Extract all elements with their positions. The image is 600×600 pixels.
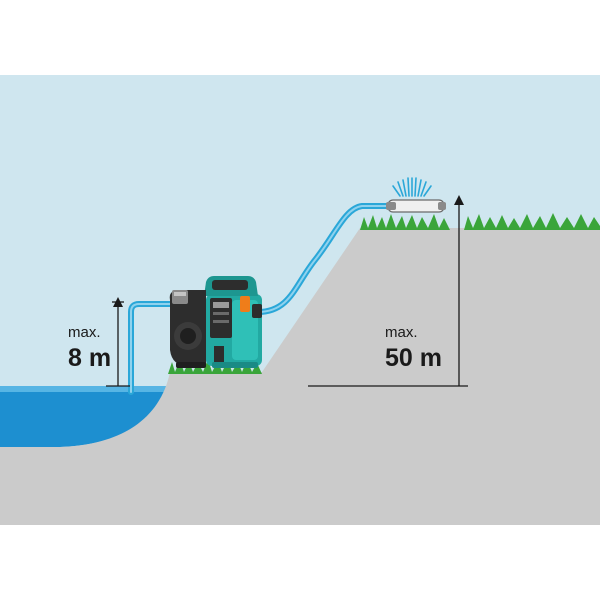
sprinkler-base bbox=[387, 199, 445, 213]
suction-label-value: 8 m bbox=[68, 344, 111, 372]
delivery-arrowhead bbox=[454, 195, 464, 205]
delivery-label-value: 50 m bbox=[385, 344, 442, 372]
grass-sprinkler-area bbox=[360, 214, 450, 230]
water-surface-highlight bbox=[0, 386, 168, 392]
garden-pump bbox=[169, 276, 262, 368]
sprinkler bbox=[386, 177, 446, 213]
sprinkler-water-spray bbox=[392, 177, 432, 197]
delivery-height-dimension bbox=[308, 200, 468, 387]
pump-orange-accent bbox=[240, 296, 250, 312]
delivery-label-prefix: max. bbox=[385, 324, 418, 341]
suction-arrowhead bbox=[113, 297, 123, 307]
ground-hill bbox=[0, 228, 600, 525]
grass-right-area bbox=[464, 213, 600, 230]
suction-label-prefix: max. bbox=[68, 324, 101, 341]
